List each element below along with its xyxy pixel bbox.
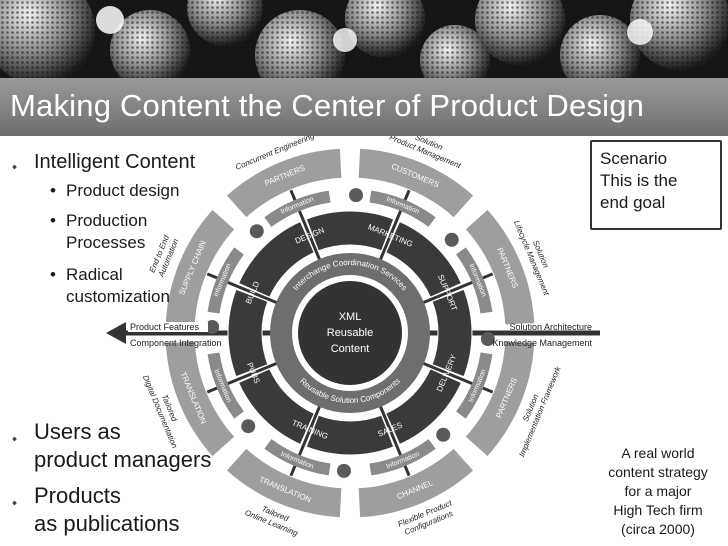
information-arrow-head [249, 224, 264, 239]
case-caption: A real world content strategy for a majo… [594, 444, 722, 539]
information-arrow [369, 190, 436, 227]
sub-bullet-production-processes: • Production Processes [50, 210, 148, 254]
sub-bullet-dot-icon: • [50, 211, 56, 230]
inner-segment [305, 414, 395, 456]
center-label: XML [339, 311, 362, 323]
title-bar: Making Content the Center of Product Des… [0, 78, 728, 136]
slide-title: Making Content the Center of Product Des… [10, 88, 645, 123]
outer-segment [164, 340, 236, 458]
information-arrow-head [336, 463, 351, 478]
sub-bullet-text: customization [66, 287, 170, 306]
sub-bullet-text: Radical [66, 265, 123, 284]
information-arrow [264, 190, 331, 227]
sub-bullet-dot-icon: • [50, 181, 56, 200]
content-wheel-diagram: CUSTOMERSPARTNERSPARTNERSCHANNELTRANSLAT… [106, 136, 600, 538]
bullet-users-as-product-managers: ⬩ Users as product managers [12, 418, 212, 474]
information-arrow [456, 247, 493, 314]
scenario-line: This is the [600, 171, 678, 190]
axis-right-top: Solution Architecture [509, 322, 592, 332]
center-hub [298, 281, 402, 385]
information-arrow-head [436, 427, 451, 442]
information-arrow [207, 352, 244, 419]
information-arrow [207, 247, 244, 314]
information-arrow [264, 439, 331, 476]
bullet-text: as publications [34, 511, 180, 536]
outer-segment [225, 147, 343, 219]
header-banner [0, 0, 728, 78]
information-arrow-head [349, 188, 364, 203]
inner-segment [237, 220, 315, 298]
axis-right-bottom: Knowledge Management [492, 338, 592, 348]
bullet-intelligent-content: ⬩ Intelligent Content [12, 150, 196, 174]
sub-bullet-dot-icon: • [50, 265, 56, 284]
sub-bullet-text: Processes [66, 233, 146, 252]
inner-segment [431, 288, 473, 378]
caption-line: for a major [624, 483, 692, 499]
outer-segment [164, 208, 236, 326]
inner-segment [385, 220, 463, 298]
axis-left-top: Product Features [130, 322, 200, 332]
center-label: Content [331, 343, 370, 355]
caption-line: content strategy [608, 464, 708, 480]
banner-pattern [0, 0, 728, 78]
outer-segment [464, 340, 536, 458]
axis-labels: Product Features Component Integration S… [128, 322, 592, 348]
inner-segment [227, 288, 269, 378]
outer-segment [357, 147, 475, 219]
information-arrow-head [205, 319, 220, 334]
inner-segment [385, 368, 463, 446]
banner-spheres [0, 0, 728, 78]
caption-line: A real world [621, 445, 695, 461]
bullet-marker-icon: ⬩ [12, 430, 18, 446]
bullet-text: Intelligent Content [34, 151, 196, 173]
axis-left-bottom: Component Integration [130, 338, 222, 348]
inner-segment [305, 210, 395, 252]
bullet-marker-icon: ⬩ [12, 494, 18, 510]
bullet-text: Users as [34, 419, 121, 444]
scenario-callout: Scenario This is the end goal [590, 140, 722, 230]
sub-bullet-product-design: • Product design [50, 180, 180, 202]
sub-bullet-text: Product design [66, 181, 180, 200]
sub-bullet-text: Production [66, 211, 148, 230]
caption-line: (circa 2000) [621, 521, 695, 537]
information-arrow-head [444, 232, 459, 247]
outer-segment [357, 447, 475, 519]
outer-segment [225, 447, 343, 519]
scenario-line: end goal [600, 193, 666, 212]
axis-label-bg [128, 322, 208, 332]
sub-bullet-radical-customization: • Radical customization [50, 264, 170, 308]
inner-segment [237, 368, 315, 446]
caption-line: High Tech firm [613, 502, 703, 518]
wheel: CUSTOMERSPARTNERSPARTNERSCHANNELTRANSLAT… [141, 136, 563, 538]
information-arrow [456, 352, 493, 419]
information-arrow-head [241, 419, 256, 434]
bullet-text: Products [34, 483, 121, 508]
outer-segment [464, 208, 536, 326]
bullet-marker-icon: ⬩ [12, 158, 18, 174]
bullet-products-as-publications: ⬩ Products as publications [12, 482, 180, 538]
information-arrow-head [480, 332, 495, 347]
information-arrow [369, 439, 436, 476]
center-label: Reusable [327, 327, 373, 339]
bullet-text: product managers [34, 447, 212, 472]
scenario-line: Scenario [600, 149, 668, 168]
